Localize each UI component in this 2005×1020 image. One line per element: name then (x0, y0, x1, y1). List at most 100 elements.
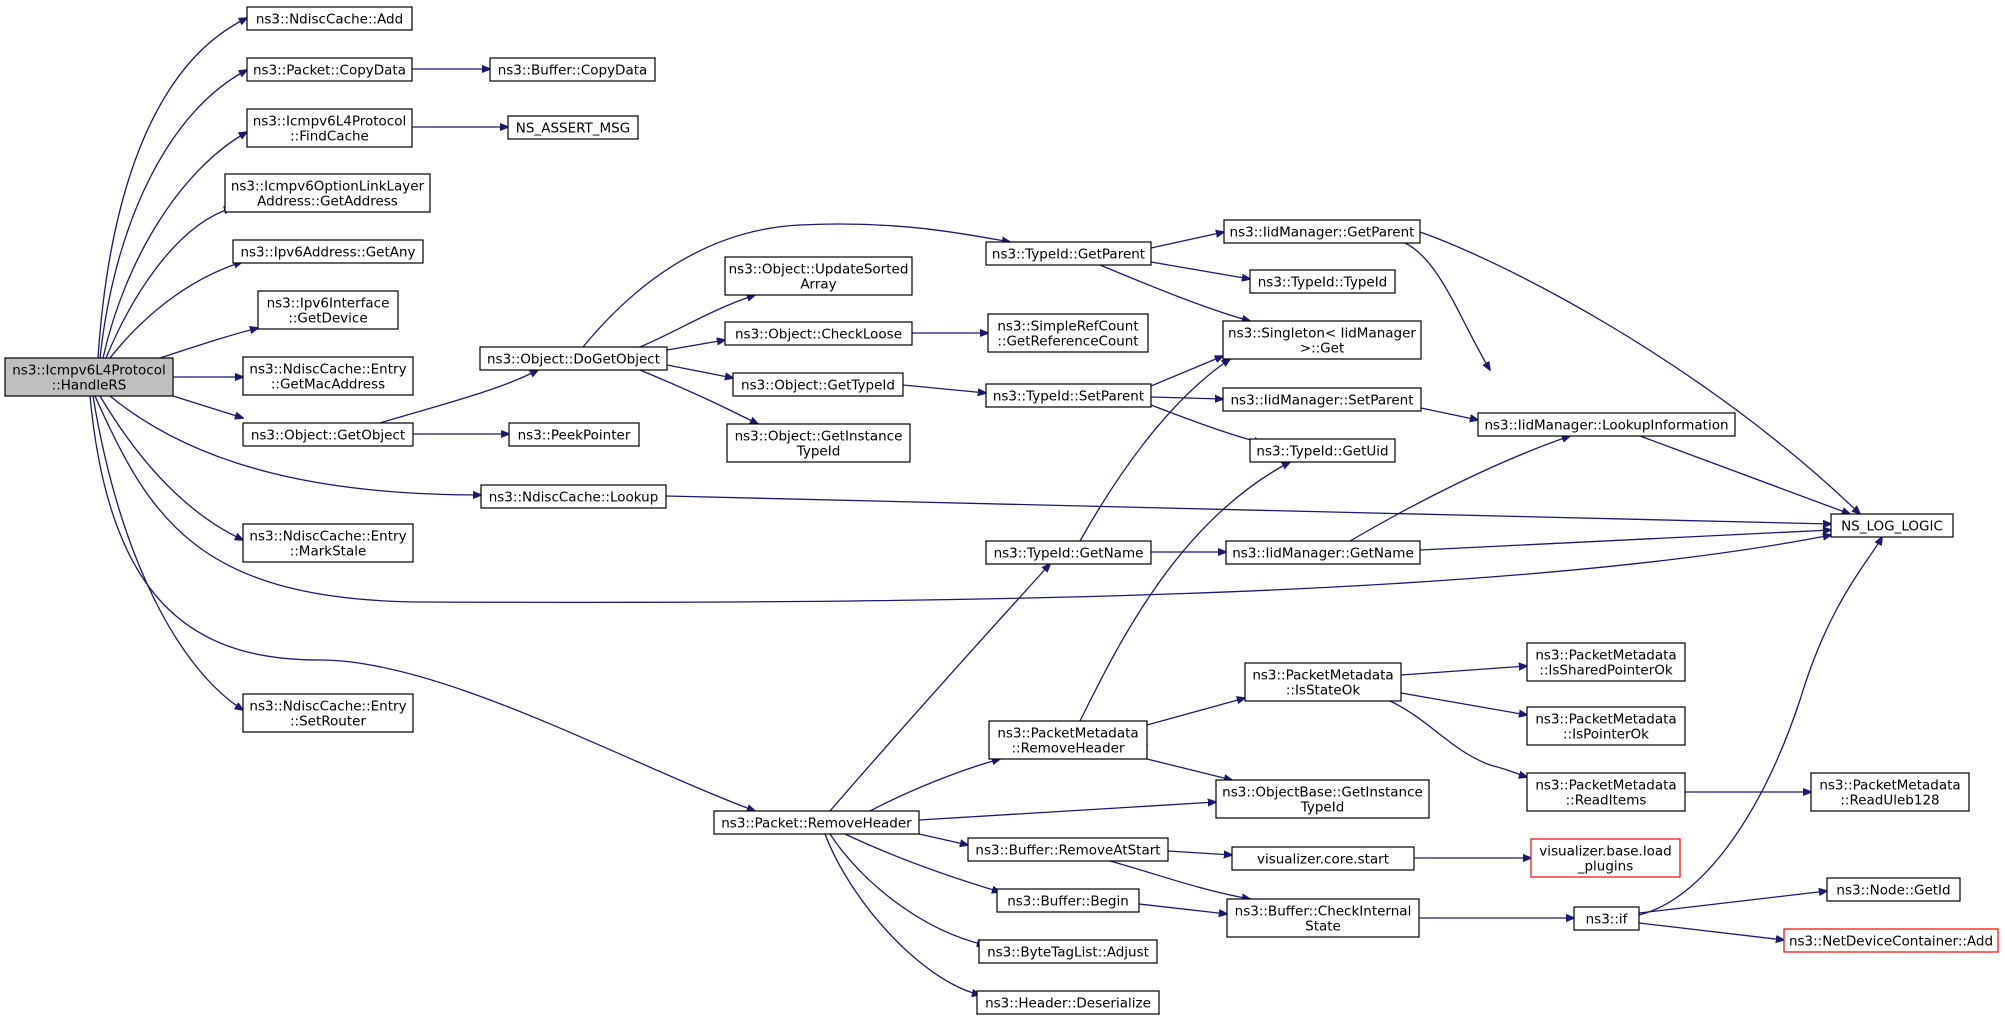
node-label-line: NS_ASSERT_MSG (516, 121, 630, 137)
node-ndc-add[interactable]: ns3::NetDeviceContainer::Add (1783, 928, 1999, 953)
node-label-line: ns3::PacketMetadata (997, 726, 1138, 742)
node-label-line: ::IsSharedPointerOk (1539, 663, 1673, 679)
node-box (985, 540, 1152, 565)
edge-pm_isstateok-to-pm_issharedptr (1400, 666, 1527, 676)
node-label-line: ns3::TypeId::TypeId (1258, 275, 1388, 291)
node-label-line: ::RemoveHeader (1011, 741, 1124, 757)
node-tid-getuid[interactable]: ns3::TypeId::GetUid (1249, 438, 1396, 463)
node-pm-ispointerok[interactable]: ns3::PacketMetadata::IsPointerOk (1526, 706, 1686, 746)
edge-pkt_removeheader-to-pm_removeheader (869, 759, 1000, 812)
edge-tid_getparent-to-iid_getparent (1150, 232, 1224, 249)
node-label-line: TypeId (796, 444, 841, 460)
node-box (1810, 772, 1970, 812)
node-ns3-if[interactable]: ns3::if (1573, 906, 1640, 931)
node-box (224, 173, 431, 213)
edge-iid_getparent-to-iid_lookupinfo (1404, 242, 1490, 370)
node-pm-readuleb[interactable]: ns3::PacketMetadata::ReadUleb128 (1810, 772, 1970, 812)
node-box (242, 356, 414, 396)
edge-tid_getname-to-singleton_get (1079, 359, 1230, 542)
node-buf-removeatstart[interactable]: ns3::Buffer::RemoveAtStart (967, 837, 1169, 862)
node-hdr-deserialize[interactable]: ns3::Header::Deserialize (976, 990, 1160, 1015)
node-label-line: ::IsStateOk (1286, 683, 1360, 699)
node-iid-getparent[interactable]: ns3::IidManager::GetParent (1223, 219, 1421, 244)
node-label-line: ns3::Buffer::CopyData (498, 63, 648, 79)
node-vis-core-start[interactable]: visualizer.core.start (1231, 846, 1415, 871)
node-ipv6addr-getany[interactable]: ns3::Ipv6Address::GetAny (232, 239, 424, 264)
node-box (988, 720, 1148, 760)
node-tid-setparent[interactable]: ns3::TypeId::SetParent (985, 383, 1152, 408)
edge-pm_isstateok-to-pm_ispointerok (1400, 692, 1527, 715)
node-tid-getname[interactable]: ns3::TypeId::GetName (985, 540, 1152, 565)
node-ns-log-logic[interactable]: NS_LOG_LOGIC (1830, 513, 1954, 538)
edge-iid_getname-to-ns_log_logic (1419, 530, 1831, 551)
node-label-line: ns3::Object::DoGetObject (487, 352, 660, 368)
node-layer: ns3::Icmpv6L4Protocol::HandleRSns3::Ndis… (4, 6, 1999, 1015)
node-handlers[interactable]: ns3::Icmpv6L4Protocol::HandleRS (4, 357, 174, 397)
node-pm-isstateok[interactable]: ns3::PacketMetadata::IsStateOk (1244, 662, 1402, 702)
node-pm-readitems[interactable]: ns3::PacketMetadata::ReadItems (1526, 772, 1686, 812)
node-box (1225, 540, 1421, 565)
node-ipv6if-getdevice[interactable]: ns3::Ipv6Interface::GetDevice (257, 290, 399, 330)
node-iid-setparent[interactable]: ns3::IidManager::SetParent (1222, 387, 1422, 412)
edge-obj_dogetobject-to-obj_gettypeid (666, 364, 733, 378)
node-optll-getaddr[interactable]: ns3::Icmpv6OptionLinkLayerAddress::GetAd… (224, 173, 431, 213)
edge-layer (89, 18, 1882, 995)
edge-handlers-to-ndisc_lookup (109, 395, 481, 495)
node-box (713, 810, 920, 835)
node-label-line: ns3::NdiscCache::Entry (249, 362, 406, 378)
node-entry-getmac[interactable]: ns3::NdiscCache::Entry::GetMacAddress (242, 356, 414, 396)
node-label-line: ns3::IidManager::GetName (1232, 546, 1414, 562)
node-box (1222, 320, 1422, 360)
node-buf-copydata[interactable]: ns3::Buffer::CopyData (489, 57, 656, 82)
node-ndisc-add[interactable]: ns3::NdiscCache::Add (246, 6, 413, 31)
node-btl-adjust[interactable]: ns3::ByteTagList::Adjust (978, 939, 1158, 964)
node-iid-lookupinfo[interactable]: ns3::IidManager::LookupInformation (1477, 412, 1736, 437)
node-label-line: ns3::NdiscCache::Lookup (489, 490, 659, 506)
node-pkt-copydata[interactable]: ns3::Packet::CopyData (246, 57, 413, 82)
node-box (246, 6, 413, 31)
node-box (507, 115, 639, 140)
node-box (1573, 906, 1640, 931)
edge-handlers-to-optll_getaddr (105, 208, 232, 359)
node-vis-base-load[interactable]: visualizer.base.load_plugins (1530, 838, 1681, 878)
node-obj-getobject[interactable]: ns3::Object::GetObject (242, 422, 414, 447)
node-label-line: ::FindCache (290, 129, 369, 145)
edge-handlers-to-ipv6if_getdevice (159, 328, 258, 359)
node-label-line: ns3::ByteTagList::Adjust (987, 945, 1149, 961)
node-peekpointer[interactable]: ns3::PeekPointer (508, 422, 640, 447)
edge-tid_setparent-to-singleton_get (1150, 356, 1223, 387)
node-buf-begin[interactable]: ns3::Buffer::Begin (996, 888, 1140, 913)
edge-pkt_removeheader-to-objbase_getinstance (918, 802, 1216, 821)
node-assert-msg[interactable]: NS_ASSERT_MSG (507, 115, 639, 140)
node-iid-getname[interactable]: ns3::IidManager::GetName (1225, 540, 1421, 565)
node-tid-typeid[interactable]: ns3::TypeId::TypeId (1249, 269, 1396, 294)
node-label-line: ::ReadItems (1566, 793, 1647, 809)
node-box (985, 383, 1152, 408)
node-obj-dogetobject[interactable]: ns3::Object::DoGetObject (479, 346, 668, 371)
node-pm-removeheader[interactable]: ns3::PacketMetadata::RemoveHeader (988, 720, 1148, 760)
node-box (242, 422, 414, 447)
edge-pkt_removeheader-to-tid_getname (829, 564, 1050, 812)
edge-pm_removeheader-to-objbase_getinstance (1146, 758, 1232, 780)
node-entry-markstale[interactable]: ns3::NdiscCache::Entry::MarkStale (242, 523, 414, 563)
node-node-getid[interactable]: ns3::Node::GetId (1826, 877, 1961, 902)
node-label-line: ns3::Object::GetInstance (735, 429, 903, 445)
node-ndisc-lookup[interactable]: ns3::NdiscCache::Lookup (480, 484, 667, 509)
node-label-line: ns3::Packet::RemoveHeader (721, 816, 912, 832)
node-pm-issharedptr[interactable]: ns3::PacketMetadata::IsSharedPointerOk (1526, 642, 1686, 682)
node-singleton-get[interactable]: ns3::Singleton< IidManager>::Get (1222, 320, 1422, 360)
node-findcache[interactable]: ns3::Icmpv6L4Protocol::FindCache (246, 108, 413, 148)
node-simplerefcount[interactable]: ns3::SimpleRefCount::GetReferenceCount (987, 313, 1149, 353)
node-tid-getparent[interactable]: ns3::TypeId::GetParent (985, 241, 1152, 266)
node-obj-checkloose[interactable]: ns3::Object::CheckLoose (724, 321, 913, 346)
node-box (967, 837, 1169, 862)
node-label-line: ns3::Icmpv6L4Protocol (253, 114, 407, 130)
node-box (242, 523, 414, 563)
node-entry-setrouter[interactable]: ns3::NdiscCache::Entry::SetRouter (242, 693, 414, 733)
node-obj-gettypeid[interactable]: ns3::Object::GetTypeId (732, 372, 904, 397)
node-pkt-removeheader[interactable]: ns3::Packet::RemoveHeader (713, 810, 920, 835)
